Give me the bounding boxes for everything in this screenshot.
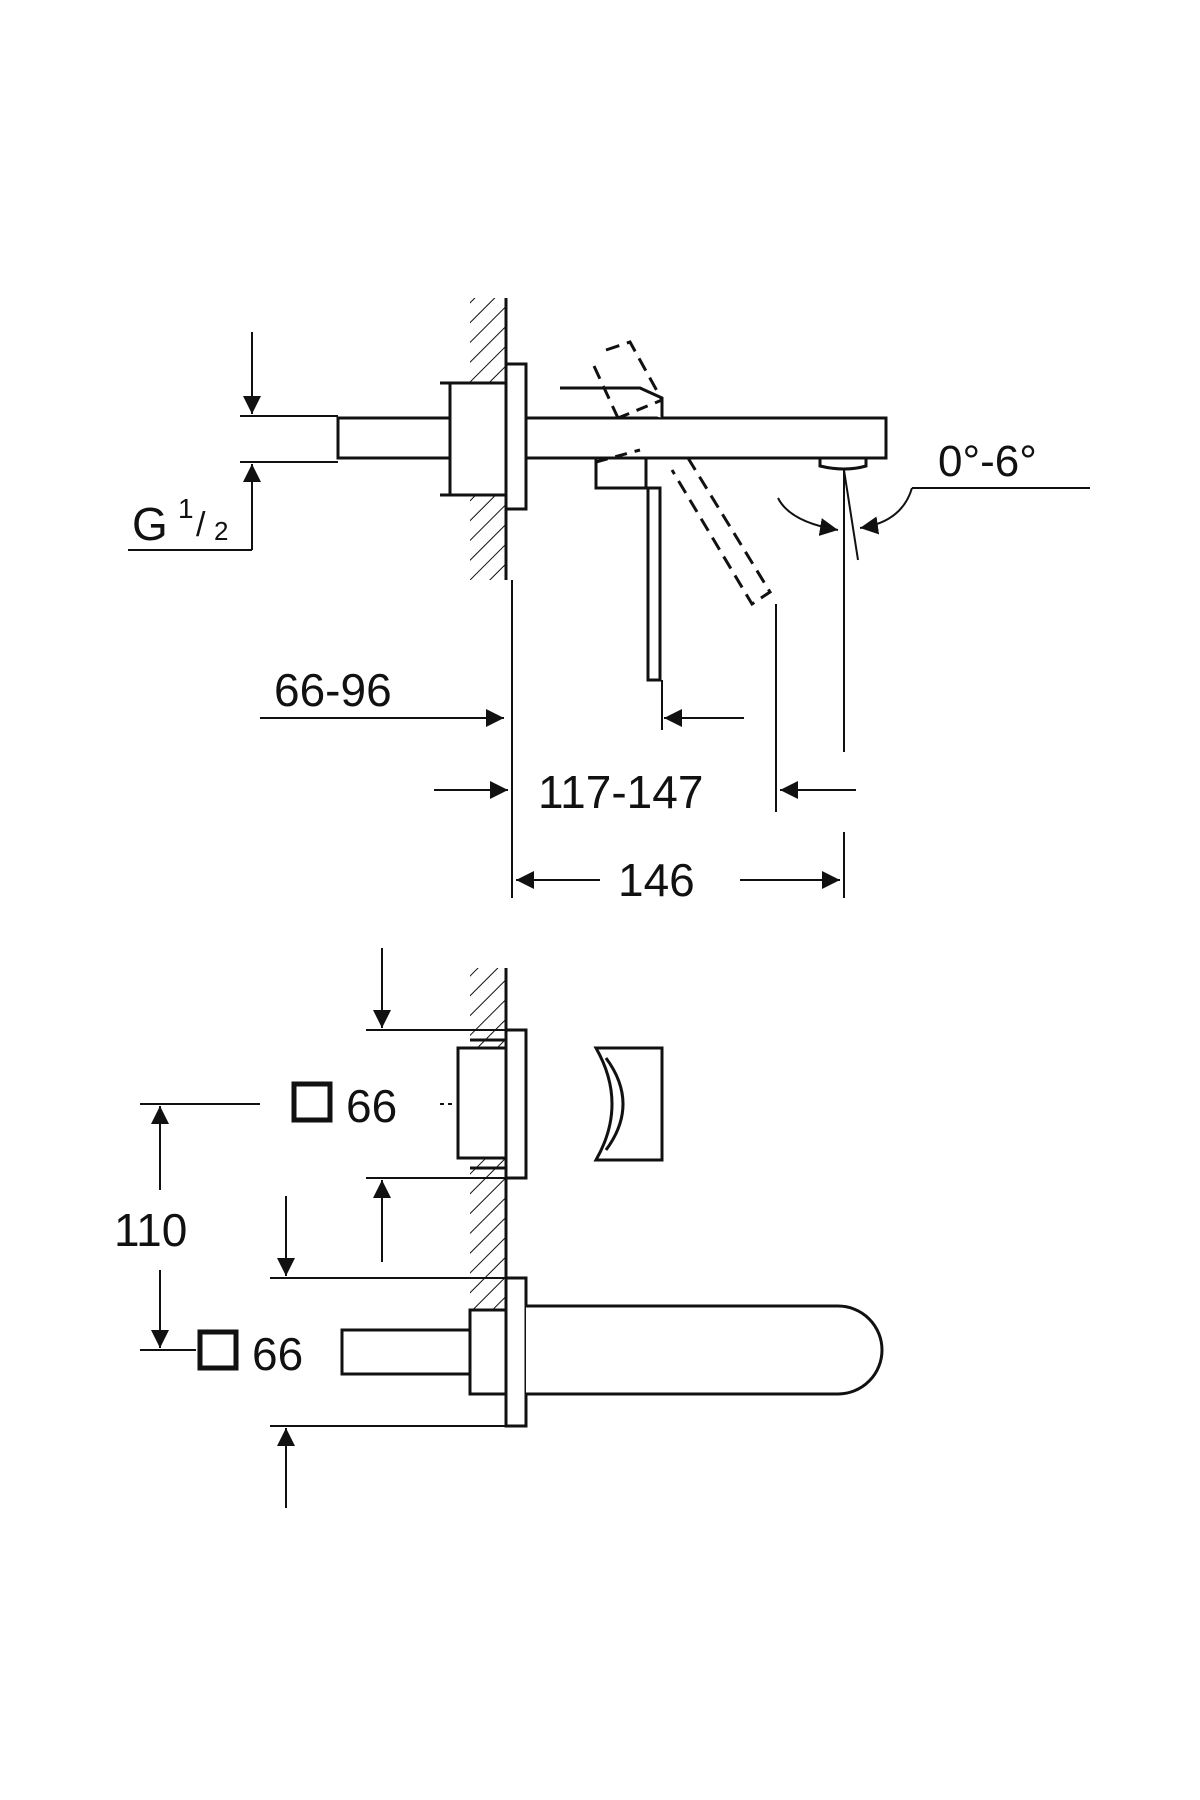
lower-plate-size: 66 — [252, 1328, 303, 1380]
lower-plate — [504, 1276, 528, 1428]
dim-110-label: 110 — [114, 1204, 187, 1256]
spout-front — [526, 1304, 884, 1396]
upper-plate — [504, 1028, 528, 1180]
lever-body — [594, 456, 648, 490]
dim-146-label: 146 — [618, 854, 695, 906]
square-symbol-lower — [197, 1329, 239, 1371]
angle-label: 0°-6° — [938, 437, 1037, 486]
cover-plate-side — [504, 362, 528, 511]
square-symbol-upper — [291, 1081, 333, 1123]
side-view — [128, 298, 1090, 898]
dim-66-96-label: 66-96 — [274, 664, 392, 716]
thread-label: G — [132, 498, 168, 550]
lever-handle-down — [646, 486, 662, 682]
upper-plate-size: 66 — [346, 1080, 397, 1132]
lower-flange — [468, 1308, 508, 1396]
upper-concealed-body — [456, 1046, 508, 1160]
angle-arc-right — [859, 487, 913, 535]
lever-side — [560, 386, 664, 418]
outlet-tilt-line — [843, 469, 859, 561]
front-view — [140, 948, 884, 1508]
lever-alt-dashed — [592, 340, 773, 607]
dim-117-147-label: 117-147 — [538, 766, 703, 818]
concealed-flange — [448, 381, 508, 497]
angle-arc-left — [777, 497, 839, 536]
thread-label-den: 2 — [214, 516, 228, 546]
aerator — [818, 458, 868, 471]
spout-side — [524, 416, 888, 460]
lever-front-curve — [604, 1057, 625, 1151]
lever-front — [593, 1046, 664, 1162]
thread-label-num: 1 — [178, 493, 194, 524]
lever-alt-dashed-body — [595, 398, 663, 464]
thread-label-slash: / — [196, 506, 206, 544]
